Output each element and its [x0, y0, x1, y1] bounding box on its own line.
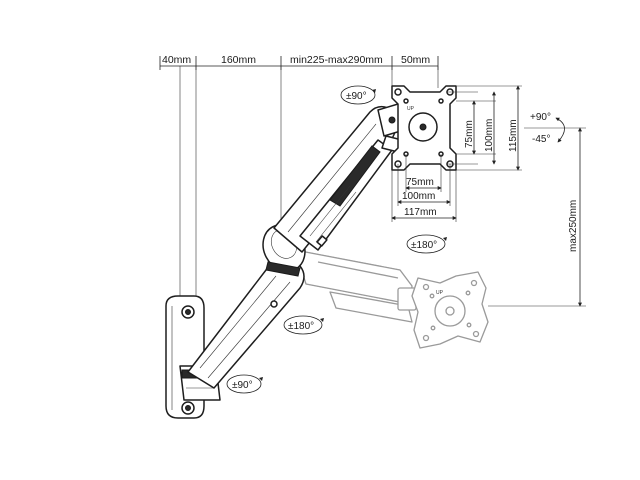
vesa-outer-width-label: 100mm: [402, 191, 435, 202]
upper-plate-up-mark: UP: [407, 106, 415, 112]
height-travel-label: max250mm: [568, 200, 579, 252]
upper-arm: [273, 105, 398, 253]
height-travel-dimension: [488, 127, 586, 307]
lowered-position-ghost: [294, 249, 417, 323]
rotate-elbow-rotation-icon: [283, 315, 324, 335]
plate-width-dimensions: [391, 154, 457, 222]
lower-arm: [187, 261, 305, 389]
lowered-vesa-plate: UP: [411, 271, 489, 349]
vesa-inner-height-label: 75mm: [464, 120, 475, 148]
arm-length-label: 160mm: [221, 54, 256, 66]
rotate-head-label: ±180°: [411, 240, 437, 251]
wall-offset-label: 40mm: [162, 54, 191, 66]
tilt-up-label: +90°: [530, 112, 551, 123]
rotate-head-rotation-icon: [406, 234, 447, 254]
tilt-down-label: -45°: [532, 134, 550, 145]
head-depth-label: 50mm: [401, 54, 430, 66]
extension-label: min225-max290mm: [290, 54, 383, 66]
vesa-outer-height-label: 100mm: [484, 119, 495, 152]
vesa-inner-width-label: 75mm: [406, 177, 434, 188]
upper-vesa-plate: UP: [391, 85, 457, 171]
swivel-head-label: ±90°: [346, 91, 367, 102]
rotate-wall-label: ±90°: [232, 380, 253, 391]
swivel-head-rotation-icon: [340, 85, 376, 105]
extension-lines: [179, 66, 439, 300]
plate-height-dimensions: [446, 85, 522, 171]
rotate-elbow-label: ±180°: [288, 321, 314, 332]
lower-plate-up-mark: UP: [436, 290, 444, 296]
plate-height-label: 115mm: [508, 119, 519, 152]
top-dimension-bar: [159, 56, 439, 70]
tilt-indicator: [555, 117, 565, 143]
rotate-wall-rotation-icon: [226, 374, 263, 394]
plate-width-label: 117mm: [404, 207, 437, 218]
